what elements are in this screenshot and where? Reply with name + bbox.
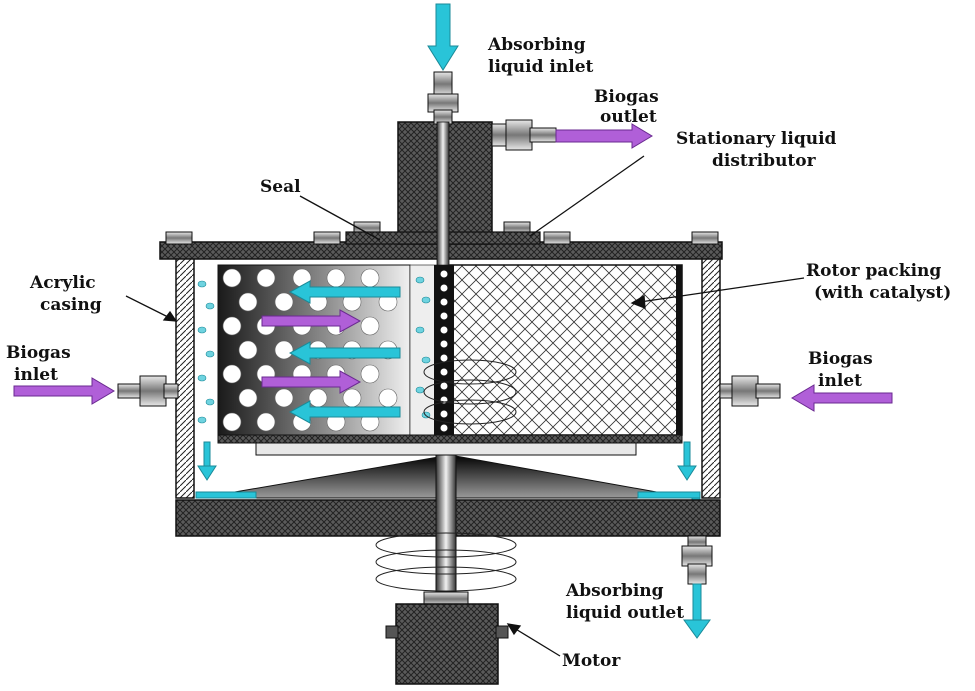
label-absorbing-inlet-line2: liquid inlet: [488, 57, 594, 77]
motor: [385, 591, 509, 685]
liquid-drain-left: [195, 441, 257, 499]
gas-inlet-arrow-right: [791, 384, 893, 412]
liquid-inlet-pipe: [427, 71, 459, 271]
leader-lines: [125, 155, 805, 657]
gas-flow-arrows: [261, 309, 362, 394]
label-acrylic-casing-line1: Acrylic: [29, 273, 96, 293]
rotation-swirl: [423, 359, 517, 425]
label-absorbing-inlet-line1: Absorbing: [487, 35, 586, 55]
label-absorbing-outlet-line1: Absorbing: [565, 581, 664, 601]
distributor-pipe: [434, 265, 454, 435]
liquid-outlet-fitting: [681, 535, 713, 639]
shaft: [435, 454, 457, 601]
rotor-packing: [449, 264, 683, 436]
shaft-rotation-swirl: [375, 532, 517, 592]
label-biogas-inlet-right-line2: inlet: [818, 371, 862, 391]
label-rotor-packing-line1: Rotor packing: [806, 261, 941, 281]
liquid-inlet-arrow: [427, 3, 459, 71]
label-stationary-distributor-line2: distributor: [712, 151, 817, 171]
label-biogas-outlet-line2: outlet: [600, 107, 657, 127]
label-biogas-outlet-line1: Biogas: [594, 87, 659, 107]
label-acrylic-casing-line2: casing: [40, 295, 102, 315]
liquid-flow-arrows: [288, 280, 401, 424]
gas-inlet-fitting-left: [117, 375, 179, 407]
gas-inlet-arrow-left: [13, 377, 115, 405]
gas-outlet-fitting: [491, 119, 557, 151]
label-stationary-distributor-line1: Stationary liquid: [676, 129, 837, 149]
label-motor: Motor: [562, 651, 621, 671]
label-biogas-inlet-right-line1: Biogas: [808, 349, 873, 369]
rotor-outer-ring: [676, 265, 682, 435]
label-biogas-inlet-left-line2: inlet: [14, 365, 58, 385]
gas-inlet-fitting-right: [719, 375, 781, 407]
rotor-bottom-disk: [217, 434, 683, 444]
gas-outlet-arrow: [555, 123, 653, 149]
label-seal: Seal: [260, 177, 301, 197]
label-absorbing-outlet-line2: liquid outlet: [566, 603, 684, 623]
rotor-hub-plate: [255, 442, 637, 456]
label-biogas-inlet-left-line1: Biogas: [6, 343, 71, 363]
label-rotor-packing-line2: (with catalyst): [814, 283, 951, 303]
